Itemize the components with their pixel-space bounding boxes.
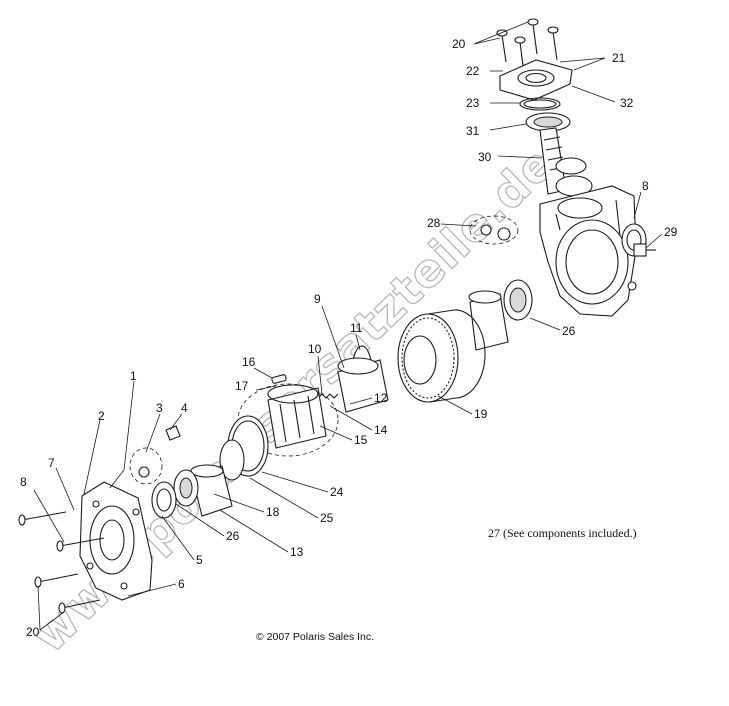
callout-17: 17 [235,379,249,393]
pins-part [271,374,287,384]
sleeve-part [468,290,509,351]
output-hub-part [190,464,233,517]
callout-10: 10 [308,342,322,356]
callout-28: 28 [427,216,441,230]
callout-20-top: 20 [452,37,466,51]
callout-11: 11 [350,321,363,335]
spring-part [317,393,339,399]
ring-gear-part [397,309,486,403]
callout-25: 25 [320,511,334,525]
components-note: 27 (See components included.) [488,526,637,540]
callout-20-bottom: 20 [26,625,40,639]
top-bolts [496,18,559,67]
callout-22: 22 [466,64,480,78]
vent-fitting-part [633,243,656,257]
callout-7: 7 [48,456,55,470]
copyright-text: © 2007 Polaris Sales Inc. [256,631,374,643]
shim-part [219,439,245,481]
right-bearing-part [503,279,533,321]
callout-3: 3 [156,401,163,415]
callout-19: 19 [474,407,488,421]
callout-15: 15 [354,433,368,447]
callout-12: 12 [374,391,388,405]
callout-26-left: 26 [226,529,240,543]
callout-14: 14 [374,423,388,437]
callout-13: 13 [290,545,304,559]
callout-26-right: 26 [562,324,576,338]
callout-2: 2 [98,409,105,423]
callout-6: 6 [178,577,185,591]
hub-shaft-part [337,357,389,413]
callout-29: 29 [664,225,678,239]
callout-31: 31 [466,124,480,138]
callout-32: 32 [620,96,634,110]
seal-ring-part [519,97,561,111]
callout-16: 16 [242,355,256,369]
callout-5: 5 [196,553,203,567]
callout-9: 9 [314,292,321,306]
callout-18: 18 [266,505,280,519]
callout-4: 4 [181,401,188,415]
callout-8-left: 8 [20,475,27,489]
pinion-shaft-part [539,127,593,197]
callout-30: 30 [478,150,492,164]
left-bearing-part [173,469,199,507]
left-seal-part [151,481,177,519]
callout-21: 21 [612,51,626,65]
callout-8-right: 8 [642,179,649,193]
bolt-detail-part [129,425,181,485]
callout-labels: 20 21 22 32 23 31 30 8 28 29 26 9 11 10 … [20,37,678,639]
upper-bearing-part [525,112,571,132]
callout-23: 23 [466,96,480,110]
plug-assembly-part [469,215,519,245]
bearing-cap-part [499,59,573,101]
callout-1: 1 [130,369,137,383]
leader-lines [33,21,663,631]
callout-24: 24 [330,485,344,499]
left-bolts [18,511,105,614]
